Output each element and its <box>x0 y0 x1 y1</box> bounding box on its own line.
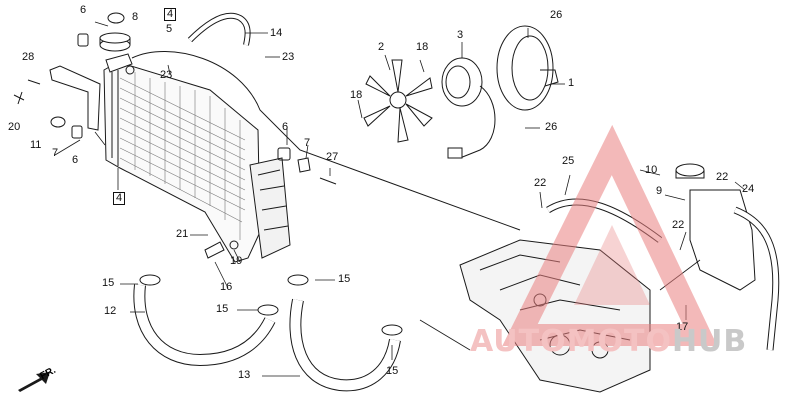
callout-22: 22 <box>672 219 685 231</box>
watermark-part1: AUTOMOTO <box>470 324 672 359</box>
callout-13: 13 <box>238 369 251 381</box>
thermo-switch <box>204 241 225 259</box>
fan-blade <box>363 59 433 143</box>
bolt-20 <box>13 91 25 105</box>
callout-6: 6 <box>72 154 79 166</box>
callout-4-boxed: 4 <box>113 192 126 205</box>
collar-7 <box>50 116 66 128</box>
callout-16: 16 <box>220 281 233 293</box>
callout-12: 12 <box>104 305 117 317</box>
callout-15: 15 <box>338 273 351 285</box>
grommet-6a <box>77 33 89 47</box>
callout-8: 8 <box>132 11 139 23</box>
callout-20: 20 <box>8 121 21 133</box>
callout-21: 21 <box>176 228 189 240</box>
callout-3: 3 <box>457 29 464 41</box>
callout-11: 11 <box>30 139 42 151</box>
callout-22: 22 <box>716 171 729 183</box>
front-direction-arrow <box>18 372 50 392</box>
callout-24: 24 <box>742 183 755 195</box>
callout-15: 15 <box>216 303 229 315</box>
collar-7b <box>297 157 311 173</box>
clamp-15b <box>287 274 309 286</box>
callout-27: 27 <box>326 151 339 163</box>
callout-26: 26 <box>550 9 563 21</box>
callout-15: 15 <box>386 365 399 377</box>
cap-seal <box>107 12 125 24</box>
callout-14: 14 <box>270 27 283 39</box>
callout-26: 26 <box>545 121 558 133</box>
callout-15: 15 <box>102 277 115 289</box>
callout-19: 19 <box>230 255 243 267</box>
callout-2: 2 <box>378 41 385 53</box>
callout-22: 22 <box>534 177 547 189</box>
o-ring-19 <box>229 240 239 250</box>
grommet-6b <box>71 125 83 139</box>
watermark-part2: HUB <box>671 324 748 359</box>
callout-23: 23 <box>282 51 295 63</box>
watermark-text: AUTOMOTOHUB <box>470 324 747 359</box>
callout-6: 6 <box>282 121 289 133</box>
bracket <box>49 65 101 131</box>
callout-18: 18 <box>416 41 429 53</box>
fan-shroud <box>496 25 559 111</box>
callout-17: 17 <box>676 321 689 333</box>
clamp-15c <box>257 304 279 316</box>
watermark-logo <box>502 124 718 346</box>
callout-1: 1 <box>568 77 575 89</box>
radiator-cap <box>99 32 131 52</box>
callout-7: 7 <box>304 137 311 149</box>
fan-motor <box>441 57 496 159</box>
callout-7: 7 <box>52 147 59 159</box>
bolt-27 <box>319 177 337 185</box>
clamp-15a <box>139 274 161 286</box>
callout-9: 9 <box>656 185 663 197</box>
clamp-15d <box>381 324 403 336</box>
grommet-6c <box>277 147 291 161</box>
bolt-28 <box>27 79 41 85</box>
callout-23: 23 <box>160 69 173 81</box>
callout-18: 18 <box>350 89 363 101</box>
callout-4-boxed: 4 <box>164 8 177 21</box>
callout-25: 25 <box>562 155 575 167</box>
callout-10: 10 <box>645 164 658 176</box>
callout-5: 5 <box>166 23 173 35</box>
callout-28: 28 <box>22 51 35 63</box>
radiator <box>103 53 291 263</box>
callout-6: 6 <box>80 4 87 16</box>
